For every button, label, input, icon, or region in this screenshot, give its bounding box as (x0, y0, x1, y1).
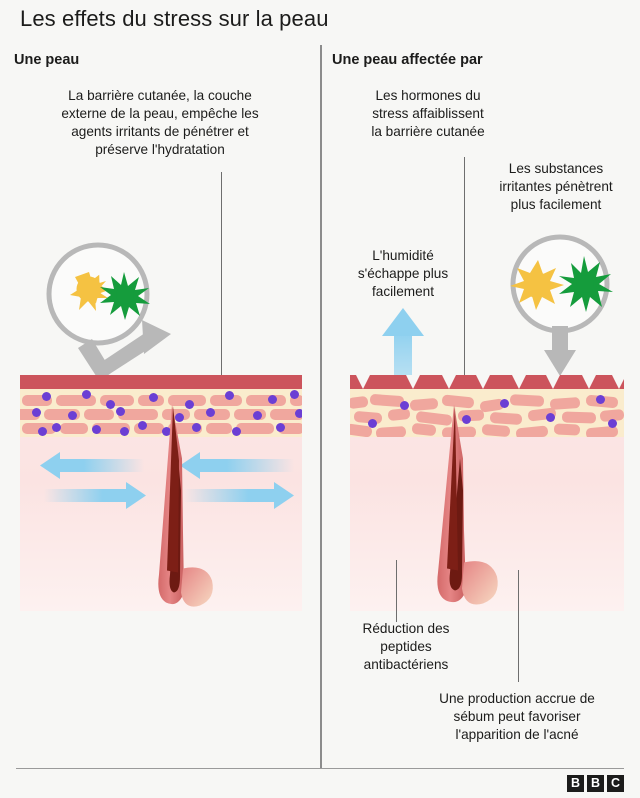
epidermis-layer-left (20, 375, 302, 437)
irritant-dot (175, 413, 184, 422)
irritant-dot (295, 409, 302, 418)
irritant-dot (42, 392, 51, 401)
column-heading-right: Une peau affectée par (332, 52, 483, 68)
column-divider (320, 45, 322, 768)
column-heading-left: Une peau (14, 52, 80, 68)
irritant-dot (276, 423, 285, 432)
irritant-dot (232, 427, 241, 436)
barrier-crack (582, 375, 596, 389)
irritant-dot (268, 395, 277, 404)
bbc-logo-letter: C (607, 775, 624, 792)
irritant-dot (82, 390, 91, 399)
footer-divider (16, 768, 624, 770)
irritant-dot (92, 425, 101, 434)
barrier-crack (406, 375, 420, 389)
magnifier-left (30, 236, 210, 386)
caption-sebum-production: Une production accrue de sébum peut favo… (439, 691, 595, 742)
bbc-logo: B B C (567, 775, 624, 792)
irritant-dot (38, 427, 47, 436)
caption-stress-hormones: Les hormones du stress affaiblissent la … (371, 88, 485, 139)
irritant-dot (225, 391, 234, 400)
irritant-dot (596, 395, 605, 404)
irritant-dot (192, 423, 201, 432)
barrier-crack (356, 375, 370, 389)
irritant-dot (290, 390, 299, 399)
skin-diagram-damaged (350, 375, 624, 611)
irritant-dot (462, 415, 471, 424)
epidermis-layer-right (350, 375, 624, 437)
irritant-dot (68, 411, 77, 420)
skin-barrier-intact (20, 375, 302, 389)
caption-moisture-escape: L'humidité s'échappe plus facilement (357, 248, 449, 299)
irritant-dot (32, 408, 41, 417)
bbc-logo-letter: B (567, 775, 584, 792)
irritant-dot (368, 419, 377, 428)
leader-line-sebum (518, 570, 520, 682)
irritant-dot (149, 393, 158, 402)
irritant-dot (546, 413, 555, 422)
barrier-crack (476, 375, 490, 389)
irritant-dot (120, 427, 129, 436)
bbc-logo-letter: B (587, 775, 604, 792)
leader-line-peptide (396, 560, 398, 622)
magnifier-left-svg (46, 242, 171, 382)
barrier-crack (612, 375, 624, 389)
caption-peptide-reduction: Réduction des peptides antibactériens (362, 621, 450, 672)
skin-diagram-healthy (20, 375, 302, 611)
irritant-dot (185, 400, 194, 409)
page-title: Les effets du stress sur la peau (20, 6, 329, 31)
irritant-dot (138, 421, 147, 430)
leader-line-stress-hormones (464, 157, 466, 378)
leader-line-barrier (221, 172, 223, 376)
irritant-dot (162, 427, 171, 436)
irritant-dot (106, 400, 115, 409)
irritant-dot (500, 399, 509, 408)
caption-irritant-substances: Les substances irritantes pénètrent plus… (499, 161, 613, 212)
irritant-dot (52, 423, 61, 432)
yellow-irritant-star-icon (510, 260, 564, 310)
irritant-dot (116, 407, 125, 416)
irritant-dot (206, 408, 215, 417)
yellow-irritant-star-icon (70, 272, 108, 311)
barrier-crack (442, 375, 456, 389)
irritant-dot (253, 411, 262, 420)
irritant-dot (400, 401, 409, 410)
magnifier-right (500, 228, 624, 380)
irritant-dot (608, 419, 617, 428)
magnifier-right-svg (510, 234, 613, 376)
green-irritant-star-icon (559, 256, 613, 312)
barrier-crack (546, 375, 560, 389)
barrier-crack (512, 375, 526, 389)
green-irritant-star-icon (100, 272, 150, 320)
caption-barrier-description: La barrière cutanée, la couche externe d… (61, 88, 259, 157)
